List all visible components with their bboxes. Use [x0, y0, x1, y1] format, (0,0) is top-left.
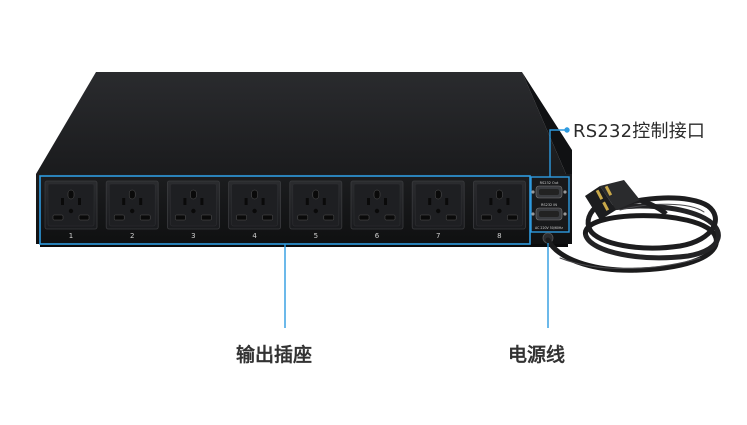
outlet-number: 2 [130, 232, 134, 240]
outlet-number: 6 [375, 232, 380, 240]
outlet-number: 7 [436, 232, 440, 240]
rs232-port-label: RS232控制接口 [573, 121, 706, 142]
callout-lines [284, 127, 570, 328]
outlet-number: 1 [69, 232, 73, 240]
outlet-number: 4 [252, 232, 257, 240]
port-out-label: RS232 Out [540, 181, 559, 185]
power-cord [545, 195, 721, 273]
outlet-number: 8 [497, 232, 501, 240]
control-port-module: RS232 Out RS232 IN AC 220V 50/60Hz [530, 176, 570, 244]
plug-head [585, 180, 668, 220]
outlet-number: 5 [314, 232, 318, 240]
outlet-number-row: 1 2 3 4 5 6 7 8 [69, 232, 502, 240]
outlet-socket [44, 180, 98, 230]
power-rating-label: AC 220V 50/60Hz [535, 226, 563, 230]
outlet-socket [289, 180, 343, 230]
port-in-label: RS232 IN [541, 203, 557, 207]
outlet-socket [228, 180, 282, 230]
outlet-row [44, 180, 526, 230]
outlet-socket [411, 180, 465, 230]
outlet-socket [166, 180, 220, 230]
chassis-side [522, 72, 572, 244]
outlet-socket [472, 180, 526, 230]
outlet-number: 3 [191, 232, 195, 240]
outlet-socket [350, 180, 404, 230]
power-cord-label: 电源线 [508, 344, 566, 366]
chassis-top [36, 72, 566, 174]
output-outlets-label: 输出插座 [236, 344, 313, 366]
outlet-socket [105, 180, 159, 230]
